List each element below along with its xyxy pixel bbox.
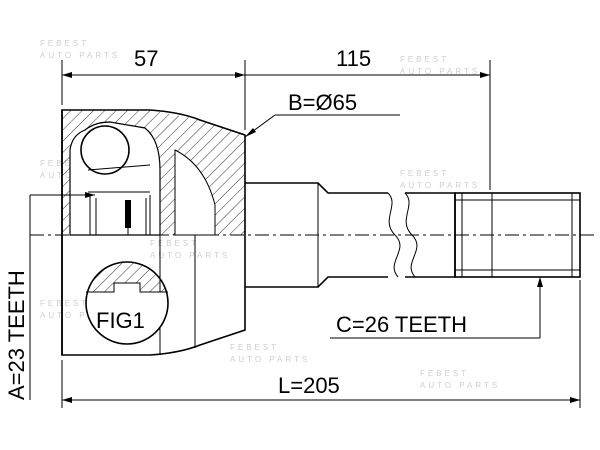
inner-race-cutout (69, 121, 161, 236)
watermark-logo-7: FEBEST AUTO PARTS (420, 369, 500, 390)
watermark-tagline-text: AUTO PARTS (40, 311, 120, 320)
retaining-clip (125, 200, 131, 228)
dim-shaft-length: 115 (336, 46, 371, 71)
fig1-cross-section: FIG1 (85, 261, 169, 345)
fig1-label: FIG1 (96, 308, 145, 333)
watermark-tagline-text: AUTO PARTS (420, 381, 500, 390)
watermark-brand-text: FEBEST (150, 239, 199, 248)
dimension-57: 57 (61, 46, 246, 130)
watermark-logo-5: FEBEST AUTO PARTS (40, 299, 120, 320)
watermark-logo-1: FEBEST AUTO PARTS (40, 39, 120, 60)
shaft-upper-edge (245, 182, 388, 194)
break-line-left (387, 192, 401, 278)
watermark-logo-2: FEBEST AUTO PARTS (400, 55, 480, 76)
dim-total-length: L=205 (278, 373, 340, 398)
shaft-lower-edge (245, 276, 388, 288)
dimension-115: 115 (245, 46, 491, 190)
watermark-brand-text: FEBEST (420, 369, 469, 378)
watermark-logo-8: FEBEST AUTO PARTS (150, 239, 230, 260)
watermark-brand-text: FEBEST (400, 55, 449, 64)
dimension-l: L=205 (61, 280, 581, 408)
dim-bell-diameter: B=Ø65 (288, 90, 357, 115)
watermark-brand-text: FEBEST (230, 343, 279, 352)
cage-cutout (174, 149, 216, 236)
watermark-logo-6: FEBEST AUTO PARTS (230, 343, 310, 364)
watermark-tagline-text: AUTO PARTS (400, 181, 480, 190)
ball-element (80, 125, 130, 175)
watermark-brand-text: FEBEST (40, 299, 89, 308)
watermark-tagline-text: AUTO PARTS (150, 251, 230, 260)
dimension-c: C=26 TEETH (330, 277, 543, 339)
dim-spline-teeth: C=26 TEETH (336, 312, 467, 337)
dimension-a: A=23 TEETH (4, 192, 95, 400)
watermark-logo-4: FEBEST AUTO PARTS (400, 169, 480, 190)
dim-inner-teeth: A=23 TEETH (4, 270, 29, 400)
watermark-brand-text: FEBEST (40, 39, 89, 48)
dimension-b: B=Ø65 (244, 90, 400, 138)
axle-shaft (245, 182, 581, 288)
watermark-tagline-text: AUTO PARTS (40, 51, 120, 60)
break-line-right (404, 192, 418, 278)
watermark-tagline-text: AUTO PARTS (400, 67, 480, 76)
watermark-tagline-text: AUTO PARTS (230, 355, 310, 364)
spline-end (454, 192, 581, 278)
cage-lines (87, 164, 151, 235)
watermark-brand-text: FEBEST (400, 169, 449, 178)
dim-housing-length: 57 (134, 46, 158, 71)
